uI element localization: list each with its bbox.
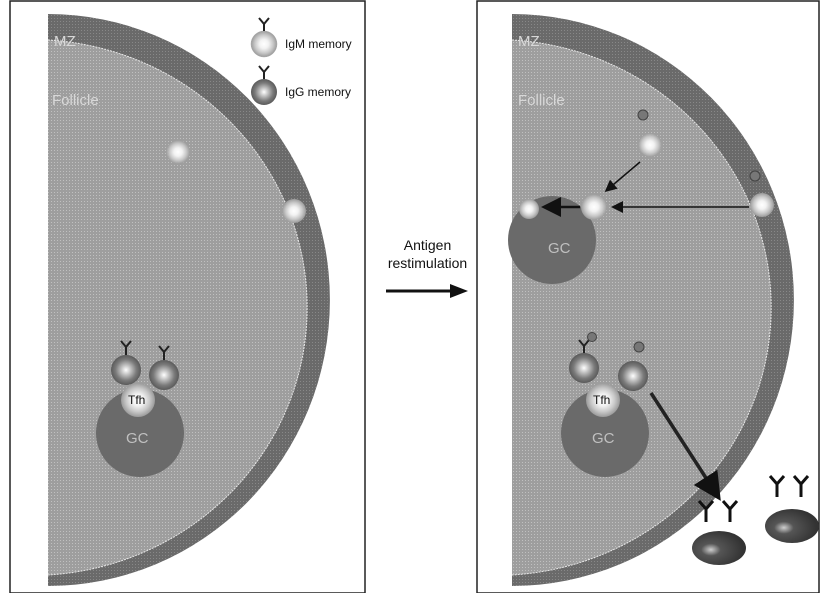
igg-memory-cell: [618, 361, 648, 391]
gc-label-top: GC: [548, 240, 571, 257]
memory-cell-glow: [519, 199, 539, 219]
transition-arrow: [384, 282, 474, 302]
legend-igm-receptor-icon: [259, 18, 269, 31]
tfh-label: Tfh: [593, 393, 610, 407]
legend-igm-cell: [251, 31, 277, 57]
memory-cell-glow: [166, 140, 190, 164]
follicle-label: Follicle: [518, 92, 565, 109]
antigen-icon: [634, 342, 644, 352]
memory-cell-glow: [581, 194, 607, 220]
transition-line-2: restimulation: [380, 254, 475, 272]
memory-cell-glow: [750, 193, 774, 217]
antigen-icon: [638, 110, 648, 120]
antigen-icon: [588, 333, 597, 342]
follicle-region: [48, 40, 307, 575]
legend-igm-label: IgM memory: [285, 37, 352, 51]
transition-label: Antigen restimulation: [380, 236, 475, 272]
memory-cell-glow: [638, 133, 662, 157]
gc-label-bottom: GC: [592, 430, 615, 447]
gc-label: GC: [126, 430, 149, 447]
follicle-label: Follicle: [52, 92, 99, 109]
left-panel: MZ Follicle Tfh GC IgM memory IgG memory: [0, 0, 380, 593]
antigen-icon: [750, 171, 760, 181]
igm-memory-cell: [111, 355, 141, 385]
mz-label: MZ: [54, 33, 76, 50]
igg-memory-cell: [149, 360, 179, 390]
plasma-cell: [765, 509, 819, 543]
legend-igg-label: IgG memory: [285, 85, 351, 99]
right-panel-diagram: [474, 0, 822, 593]
mz-label: MZ: [518, 33, 540, 50]
memory-cell-glow: [282, 199, 306, 223]
tfh-label: Tfh: [128, 393, 145, 407]
transition-line-1: Antigen: [380, 236, 475, 254]
igm-memory-cell: [569, 353, 599, 383]
legend-igg-cell: [251, 79, 277, 105]
right-panel: MZ Follicle GC Tfh GC: [474, 0, 822, 593]
plasma-cell: [692, 531, 746, 565]
legend-igg-receptor-icon: [259, 66, 269, 79]
